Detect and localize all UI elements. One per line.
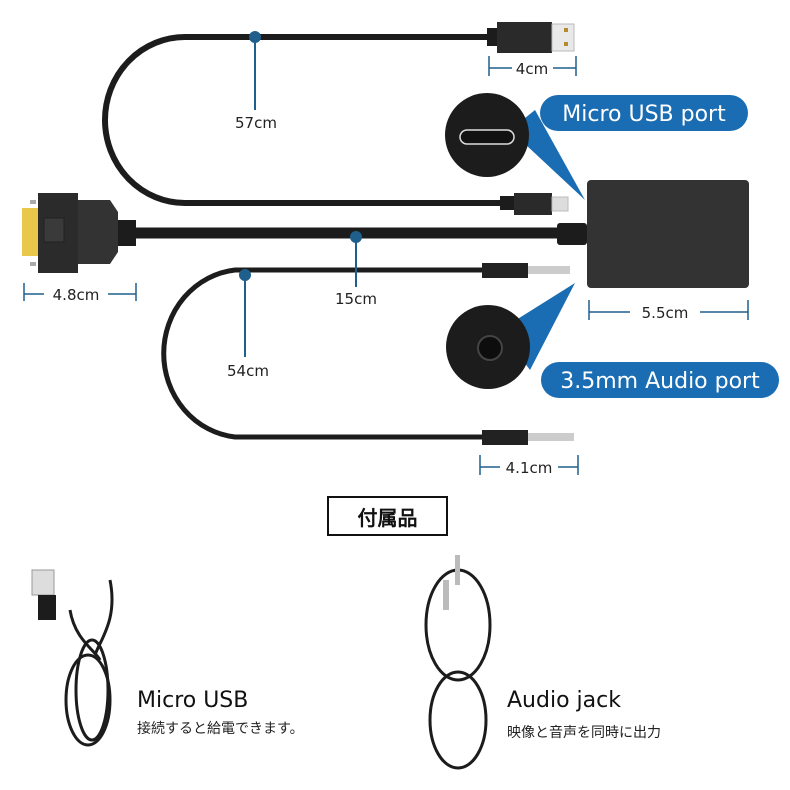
audio-jack-accessory-desc: 映像と音声を同時に出力 [507, 725, 661, 741]
usb-a-plug [487, 22, 575, 53]
audio-cable [161, 267, 483, 440]
audio-port-label: 3.5mm Audio port [560, 369, 760, 394]
audio-cable-length-label: 54cm [227, 362, 269, 380]
audio-jack-cable-image [424, 555, 492, 770]
audio-port-callout [446, 283, 575, 389]
strain-relief [557, 223, 587, 245]
usb-cable [102, 34, 505, 206]
micro-usb-plug [500, 193, 569, 215]
main-cable-length-label: 15cm [335, 290, 377, 308]
micro-usb-port-pill [540, 95, 748, 131]
audio-plug-bottom [482, 430, 574, 445]
micro-usb-accessory-title: Micro USB [137, 688, 249, 713]
usb-a-length-label: 4cm [516, 60, 548, 78]
usb-cable-length-label: 57cm [235, 114, 277, 132]
micro-usb-accessory-desc: 接続すると給電できます。 [137, 721, 304, 737]
audio-plug-length-label: 4.1cm [506, 459, 553, 477]
accessories-heading: 付属品 [327, 496, 448, 536]
audio-plug-top [482, 263, 570, 278]
micro-usb-port-label: Micro USB port [562, 102, 726, 127]
box-width-label: 5.5cm [642, 304, 689, 322]
audio-port-pill [541, 362, 779, 398]
audio-jack-accessory-title: Audio jack [507, 688, 621, 713]
dimension-brackets [23, 56, 749, 475]
micro-usb-cable-image [31, 569, 114, 747]
vga-connector [22, 193, 136, 273]
vga-width-label: 4.8cm [53, 286, 100, 304]
adapter-box [587, 180, 749, 288]
micro-usb-callout [445, 93, 585, 200]
